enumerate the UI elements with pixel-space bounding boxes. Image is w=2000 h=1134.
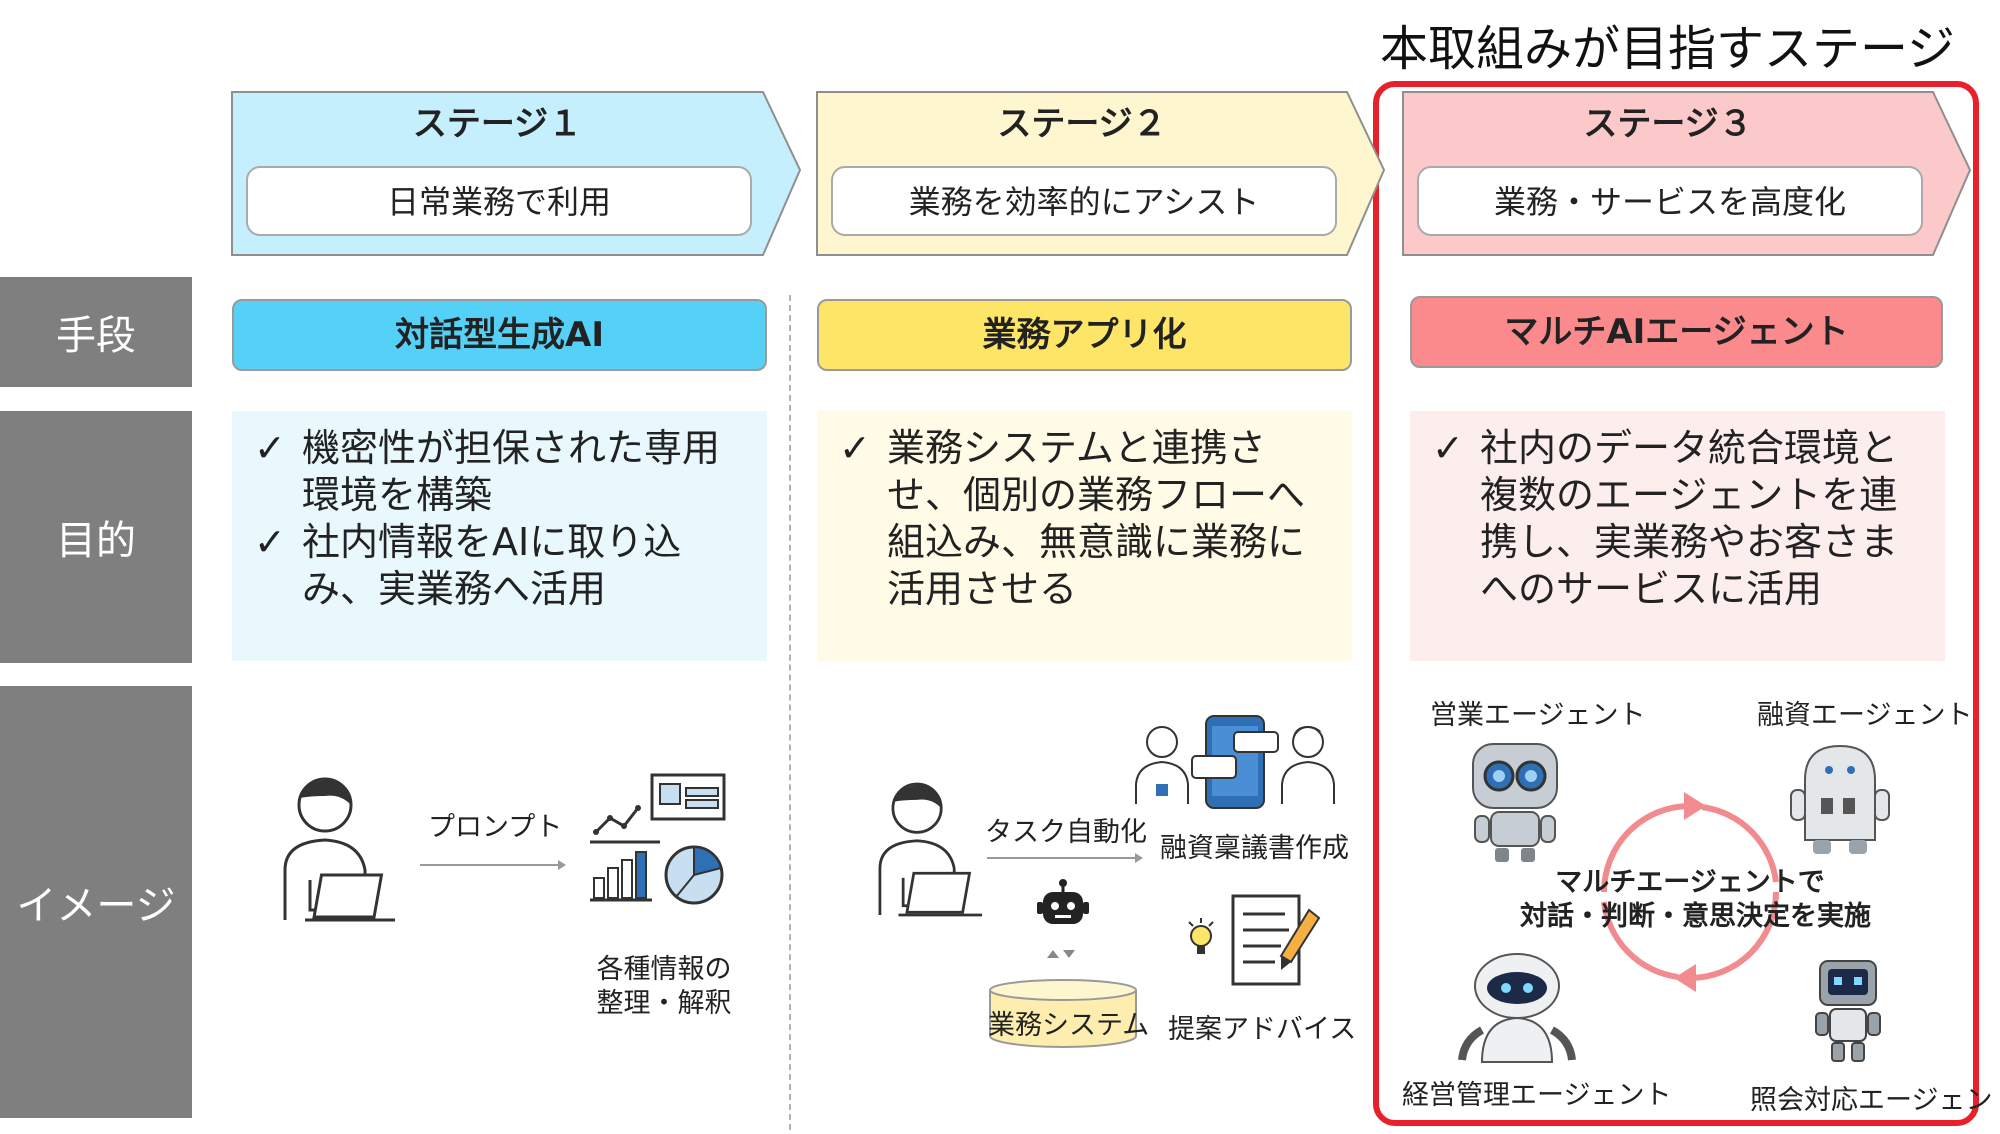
focus-stage-title: 本取組みが目指すステージ: [1380, 21, 1956, 77]
loan-document-label: 融資稟議書作成: [1160, 833, 1349, 864]
multi-agent-caption: マルチエージェントで 対話・判断・意思決定を実施: [1520, 867, 1871, 932]
task-automation-label: タスク自動化: [985, 817, 1147, 848]
check-icon: ✓: [1432, 426, 1464, 470]
stage-2-title: ステージ２: [997, 104, 1167, 144]
management-agent-label: 経営管理エージェント: [1402, 1080, 1672, 1111]
task-arrow: [987, 853, 1143, 863]
stage-1-subtitle: 日常業務で利用: [246, 166, 752, 236]
check-icon: ✓: [839, 426, 871, 470]
row-head-image: イメージ: [0, 686, 192, 1118]
loan-agent-label: 融資エージェント: [1757, 700, 1973, 731]
document-pen-icon: [1188, 894, 1321, 986]
inquiry-agent-label: 照会対応エージェント: [1750, 1085, 2000, 1116]
stage-1-purpose: ✓機密性が担保された専用環境を構築 ✓社内情報をAIに取り込み、実業務へ活用: [232, 411, 767, 661]
sales-robot-icon: [1472, 743, 1558, 862]
robot-head-icon: [1037, 879, 1089, 924]
stage-separator: [789, 295, 791, 1130]
stage-1-title: ステージ１: [412, 104, 583, 144]
result-label: 各種情報の 整理・解釈: [596, 954, 732, 1019]
stage-3-subtitle: 業務・サービスを高度化: [1417, 166, 1923, 236]
sync-arrows-icon: [1047, 950, 1075, 958]
focus-stage-frame: [1373, 81, 1979, 1126]
row-head-method: 手段: [0, 277, 192, 387]
proposal-advice-label: 提案アドバイス: [1168, 1014, 1357, 1045]
person-laptop-icon: [878, 782, 983, 917]
inquiry-robot-icon: [1815, 960, 1881, 1062]
stage-2-purpose: ✓業務システムと連携させ、個別の業務フローへ組込み、無意識に業務に活用させる: [817, 411, 1352, 661]
check-icon: ✓: [254, 426, 286, 470]
check-icon: ✓: [254, 520, 286, 564]
person-laptop-icon: [283, 777, 395, 922]
prompt-label: プロンプト: [428, 812, 563, 843]
row-head-purpose: 目的: [0, 411, 192, 663]
cycle-arrows-icon: [1601, 792, 1779, 992]
purpose-item: ✓機密性が担保された専用環境を構築: [254, 426, 721, 517]
stage-3-title: ステージ３: [1583, 104, 1753, 144]
stage-1-method: 対話型生成AI: [232, 299, 767, 371]
stage-3-method: マルチAIエージェント: [1410, 296, 1943, 368]
stage-3-purpose: ✓社内のデータ統合環境と複数のエージェントを連携し、実業務やお客さまへのサービス…: [1410, 411, 1945, 661]
chat-phone-icon: [1135, 715, 1335, 809]
business-system-label: 業務システム: [988, 1010, 1150, 1041]
purpose-item: ✓業務システムと連携させ、個別の業務フローへ組込み、無意識に業務に活用させる: [839, 426, 1306, 611]
stage-2-method: 業務アプリ化: [817, 299, 1352, 371]
database-icon: [989, 979, 1137, 1048]
purpose-item: ✓社内のデータ統合環境と複数のエージェントを連携し、実業務やお客さまへのサービス…: [1432, 426, 1899, 611]
loan-robot-icon: [1790, 744, 1890, 854]
purpose-item: ✓社内情報をAIに取り込み、実業務へ活用: [254, 520, 682, 611]
management-robot-icon: [1458, 953, 1576, 1063]
stage-2-subtitle: 業務を効率的にアシスト: [831, 166, 1337, 236]
dashboard-icon: [590, 773, 726, 905]
sales-agent-label: 営業エージェント: [1430, 700, 1646, 731]
prompt-arrow: [420, 860, 566, 870]
